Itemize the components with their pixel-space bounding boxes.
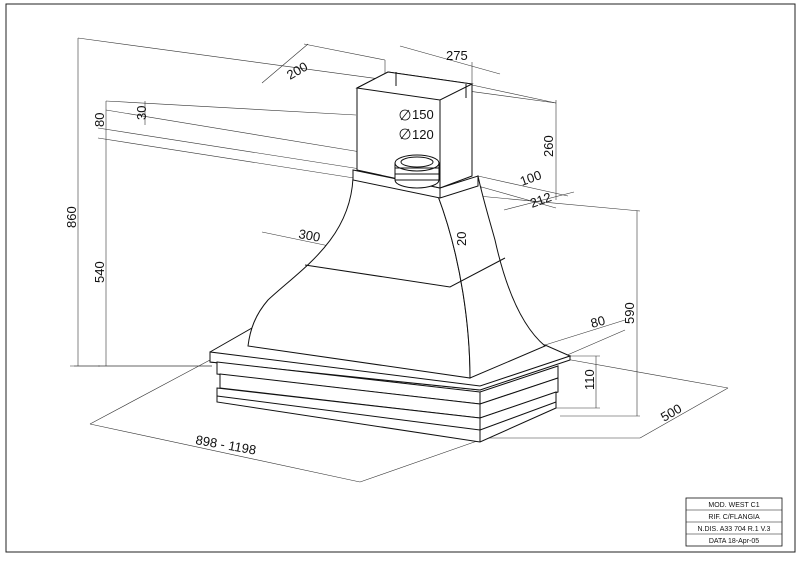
dim-80-left: 80 <box>92 113 107 127</box>
base-top-edge <box>209 351 571 391</box>
dimension-labels: 860 200 275 30 80 150 120 260 100 212 54… <box>64 48 684 458</box>
dim-540: 540 <box>92 261 107 283</box>
dim-110: 110 <box>582 369 597 390</box>
dim-30: 30 <box>134 106 149 120</box>
dim-80-right: 80 <box>589 313 607 331</box>
title-reference: RIF. C/FLANGIA <box>708 514 760 521</box>
title-drawing-number: N.DIS. A33 704 R.1 V.3 <box>698 526 771 533</box>
dim-200: 200 <box>284 59 310 83</box>
dim-120: 120 <box>412 127 434 142</box>
dim-width-range: 898 - 1198 <box>194 432 257 457</box>
hood-body <box>209 71 572 443</box>
title-date: DATA 18-Apr-05 <box>709 538 759 545</box>
title-model: MOD. WEST C1 <box>708 502 759 509</box>
dim-590: 590 <box>622 302 637 324</box>
dim-260: 260 <box>541 135 556 157</box>
dim-212: 212 <box>528 189 554 211</box>
dim-275: 275 <box>446 48 468 63</box>
outlet-spigot <box>394 154 440 189</box>
canopy-left-face <box>247 177 471 379</box>
dim-500: 500 <box>658 401 684 425</box>
drawing-frame <box>5 3 796 553</box>
dim-150: 150 <box>412 107 434 122</box>
dim-300: 300 <box>297 226 321 245</box>
dim-100: 100 <box>518 167 544 189</box>
dim-20: 20 <box>454 232 469 246</box>
title-block: MOD. WEST C1 RIF. C/FLANGIA N.DIS. A33 7… <box>685 497 783 547</box>
diameter-symbols <box>399 109 411 140</box>
chimney-top <box>355 71 474 101</box>
dim-860: 860 <box>64 206 79 228</box>
